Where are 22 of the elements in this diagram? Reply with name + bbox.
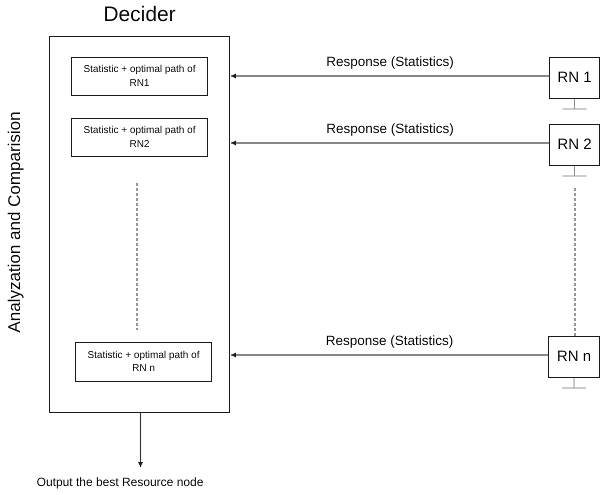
arrow — [138, 413, 143, 467]
statistic-box — [71, 57, 208, 96]
node-label: Statistic + optimal path of RN2 — [82, 124, 196, 151]
output-text: Output the best Resource node — [36, 474, 204, 490]
edge-label: Response (Statistics) — [324, 54, 456, 69]
node-label: RN 1 — [556, 68, 593, 88]
statistic-box — [75, 342, 212, 382]
node-label: RN 2 — [556, 134, 593, 155]
node-box — [549, 124, 600, 166]
side-label: Analyzation and Comparision — [5, 111, 25, 333]
edge-label: Response (Statistics) — [324, 333, 456, 348]
decider-title: Decider — [102, 3, 177, 27]
node-box — [549, 57, 600, 99]
statistic-box — [71, 118, 208, 157]
node-box — [548, 336, 600, 378]
arrow — [231, 140, 549, 146]
arrow — [231, 74, 549, 78]
node-label: Statistic + optimal path of RN1 — [82, 63, 196, 90]
node-label: Statistic + optimal path of RN n — [86, 348, 200, 376]
edge-label: Response (Statistics) — [324, 121, 456, 136]
node-label: RN n — [556, 346, 592, 367]
arrow — [231, 352, 548, 358]
